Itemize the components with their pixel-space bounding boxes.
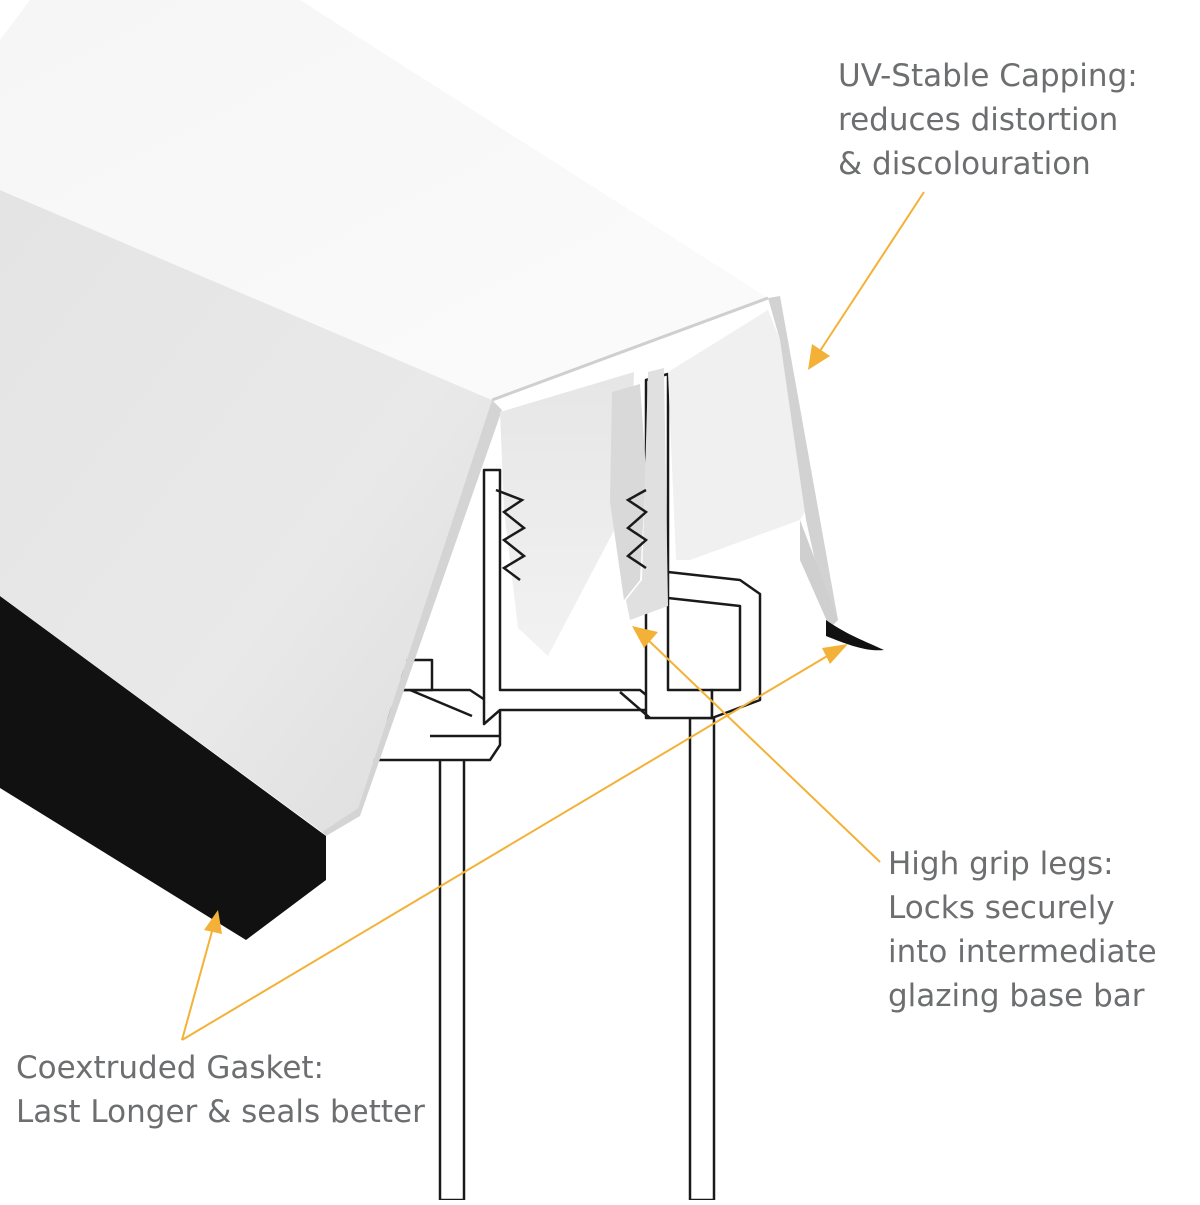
callout-gasket-line2: Last Longer & seals better	[16, 1094, 425, 1130]
callout-arrows	[181, 191, 925, 1041]
base-bar-post-left	[438, 746, 466, 1202]
arrow-uv-capping	[817, 191, 925, 355]
gasket-right	[826, 620, 884, 651]
arrow-grip-legs	[645, 637, 881, 863]
callout-grip-legs-line3: into intermediate	[888, 934, 1157, 970]
callout-gasket: Coextruded Gasket: Last Longer & seals b…	[16, 1046, 425, 1134]
capping-left-bevel	[322, 400, 502, 836]
callout-grip-legs-line4: glazing base bar	[888, 978, 1145, 1014]
callout-uv-capping-line2: reduces distortion	[838, 102, 1119, 138]
capping-right-inner	[668, 310, 806, 560]
base-bar-post-right	[688, 716, 716, 1202]
base-bar-right-flange	[666, 570, 762, 720]
callout-grip-legs-line2: Locks securely	[888, 890, 1115, 926]
base-bar-drawing	[368, 372, 762, 1202]
arrow-grip-legs-head	[632, 626, 658, 648]
callout-uv-capping-line3: & discolouration	[838, 146, 1091, 182]
capping-top-face	[0, 0, 768, 400]
capping-right-face	[768, 296, 838, 628]
capping-left-leg	[500, 372, 634, 656]
callout-grip-legs-title: High grip legs:	[888, 846, 1114, 882]
capping-center-fin	[610, 384, 646, 600]
callout-uv-capping: UV-Stable Capping: reduces distortion & …	[838, 54, 1138, 186]
callout-grip-legs: High grip legs: Locks securely into inte…	[888, 842, 1157, 1018]
capping-profile	[0, 0, 884, 940]
capping-left-face	[0, 190, 492, 832]
callout-gasket-title: Coextruded Gasket:	[16, 1050, 325, 1086]
callout-uv-capping-title: UV-Stable Capping:	[838, 58, 1138, 94]
arrow-gasket-left	[181, 923, 215, 1041]
arrow-gasket-left-head	[204, 910, 222, 934]
arrow-uv-capping-head	[808, 344, 830, 370]
capping-right-leg	[626, 368, 668, 620]
arrow-gasket-right-head	[822, 644, 848, 664]
arrow-gasket-right	[181, 651, 835, 1041]
gasket-left	[0, 596, 326, 940]
